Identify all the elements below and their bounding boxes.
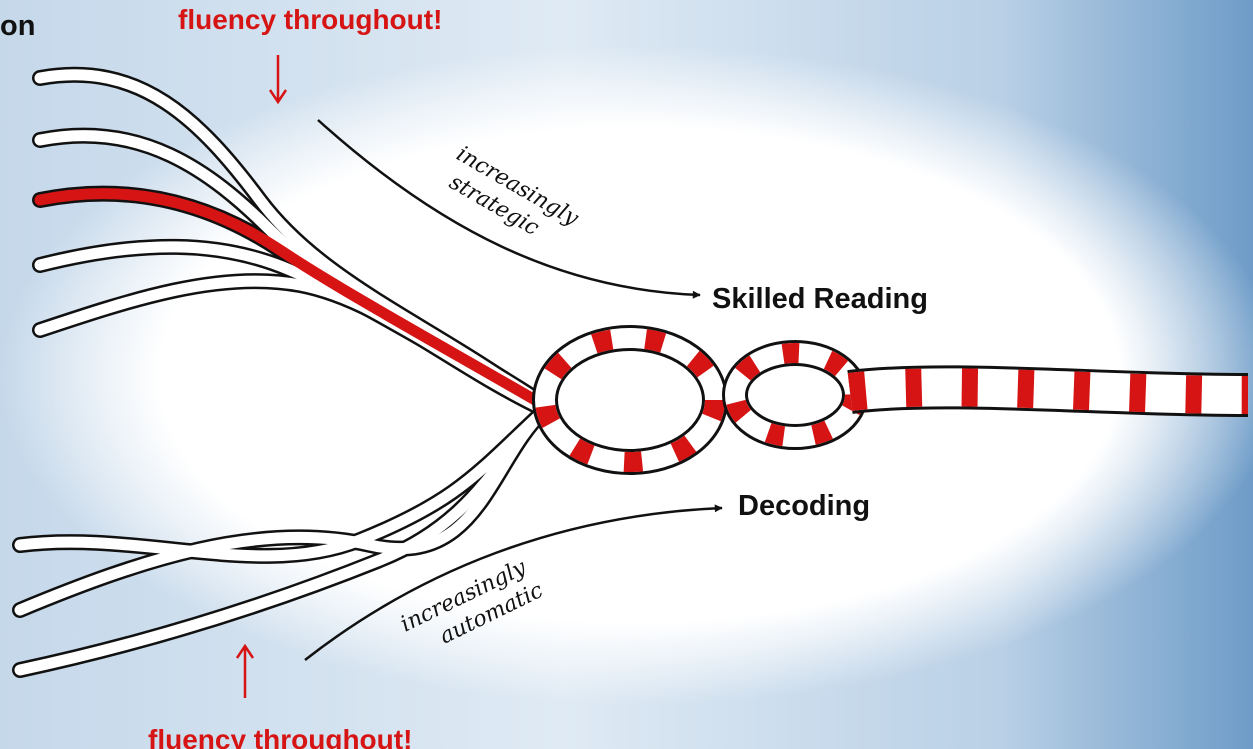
title-fragment: on xyxy=(0,10,35,43)
skilled-reading-label: Skilled Reading xyxy=(712,283,928,316)
bottom-note-arrow xyxy=(237,646,253,698)
top-note-arrow xyxy=(270,55,286,102)
bottom-note: fluency throughout! xyxy=(148,724,412,749)
decoding-label: Decoding xyxy=(738,490,870,523)
top-note: fluency throughout! xyxy=(178,4,442,36)
